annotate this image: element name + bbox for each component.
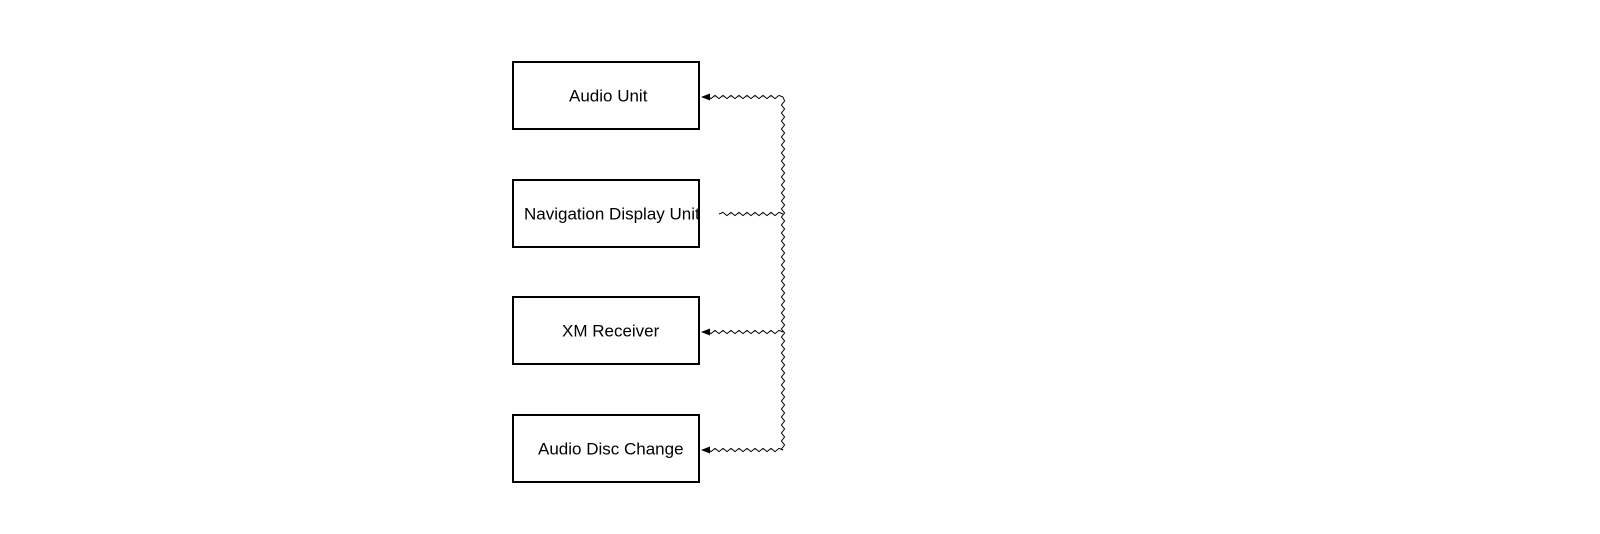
arrowhead-audio-unit bbox=[701, 93, 710, 101]
bus-trunk-line bbox=[780, 96, 786, 451]
arrowhead-xm-receiver bbox=[701, 328, 710, 336]
xm-receiver-box: XM Receiver bbox=[512, 296, 700, 365]
bus-branch-xm-receiver bbox=[708, 329, 784, 335]
audio-disc-change-label: Audio Disc Change bbox=[538, 439, 684, 458]
audio-unit-box: Audio Unit bbox=[512, 61, 700, 130]
bus-branch-navigation-display-unit bbox=[718, 211, 784, 217]
audio-unit-label: Audio Unit bbox=[569, 86, 648, 105]
navigation-display-unit-box: Navigation Display Unit bbox=[512, 179, 700, 248]
arrowhead-audio-disc-change bbox=[701, 446, 710, 454]
bus-branch-audio-unit bbox=[708, 94, 784, 100]
audio-disc-change-box: Audio Disc Change bbox=[512, 414, 700, 483]
xm-receiver-label: XM Receiver bbox=[562, 321, 660, 340]
bus-branch-audio-disc-change bbox=[708, 447, 784, 453]
navigation-display-unit-label: Navigation Display Unit bbox=[524, 204, 700, 223]
